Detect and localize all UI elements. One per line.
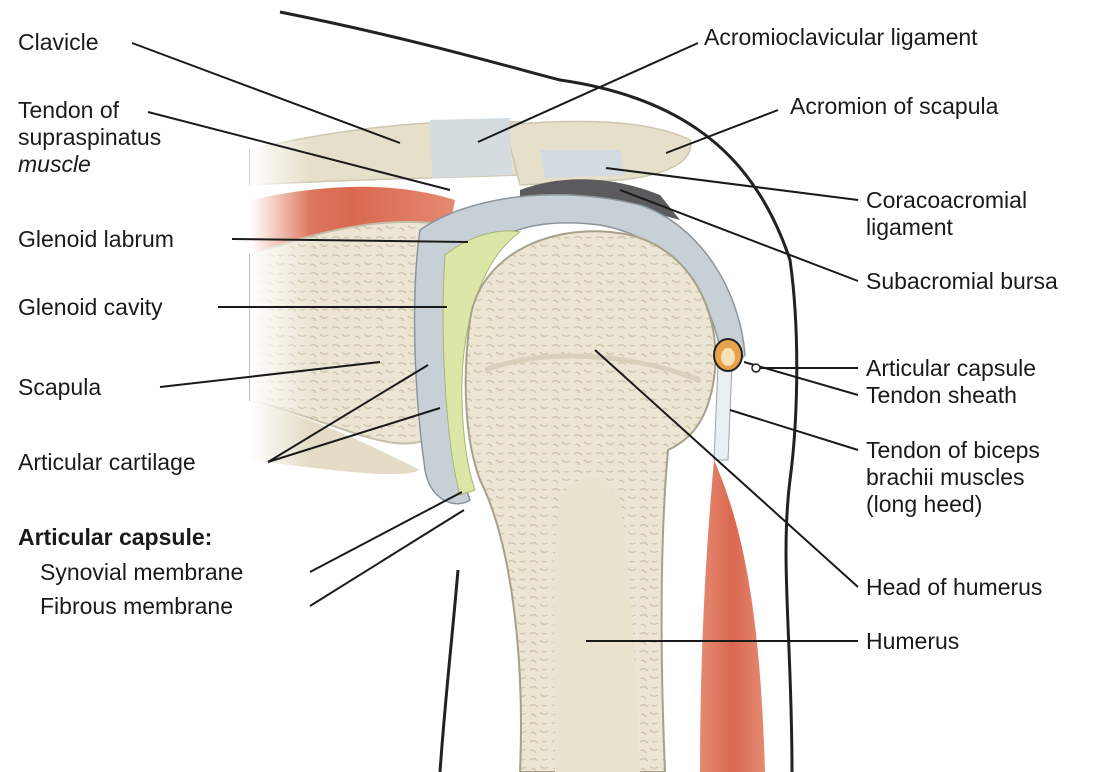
label-humerus: Humerus [866, 628, 959, 655]
label-tendon-supraspinatus: Tendon of supraspinatus muscle [18, 97, 161, 178]
label-acromioclavicular-ligament: Acromioclavicular ligament [704, 24, 978, 51]
label-coracoacromial-line2: ligament [866, 214, 1027, 241]
label-acromion-of-scapula: Acromion of scapula [790, 93, 998, 120]
label-coracoacromial-ligament: Coracoacromial ligament [866, 187, 1027, 241]
label-tendon-supraspinatus-line3: muscle [18, 151, 161, 178]
label-head-of-humerus: Head of humerus [866, 574, 1042, 601]
label-glenoid-cavity: Glenoid cavity [18, 294, 162, 321]
capsule-pointer-dot [752, 364, 760, 372]
label-scapula: Scapula [18, 374, 101, 401]
label-articular-capsule: Articular capsule [866, 355, 1036, 382]
label-coracoacromial-line1: Coracoacromial [866, 187, 1027, 214]
label-tendon-biceps-line2: brachii muscles [866, 464, 1040, 491]
label-glenoid-labrum: Glenoid labrum [18, 226, 174, 253]
label-tendon-biceps: Tendon of biceps brachii muscles (long h… [866, 437, 1040, 518]
label-tendon-supraspinatus-line2: supraspinatus [18, 124, 161, 151]
biceps-tendon [714, 365, 732, 460]
label-tendon-sheath: Tendon sheath [866, 382, 1017, 409]
label-articular-capsule-heading: Articular capsule: [18, 524, 212, 551]
label-synovial-membrane: Synovial membrane [40, 559, 243, 586]
label-tendon-biceps-line3: (long heed) [866, 491, 1040, 518]
label-subacromial-bursa: Subacromial bursa [866, 268, 1058, 295]
acromioclavicular-ligament [430, 118, 512, 178]
label-clavicle: Clavicle [18, 29, 99, 56]
arm-outline-left [440, 570, 458, 772]
label-articular-cartilage: Articular cartilage [18, 449, 196, 476]
label-fibrous-membrane: Fibrous membrane [40, 593, 233, 620]
coracoacromial-ligament [540, 150, 625, 178]
label-tendon-supraspinatus-line1: Tendon of [18, 97, 161, 124]
label-tendon-biceps-line1: Tendon of biceps [866, 437, 1040, 464]
biceps-muscle [700, 460, 765, 772]
